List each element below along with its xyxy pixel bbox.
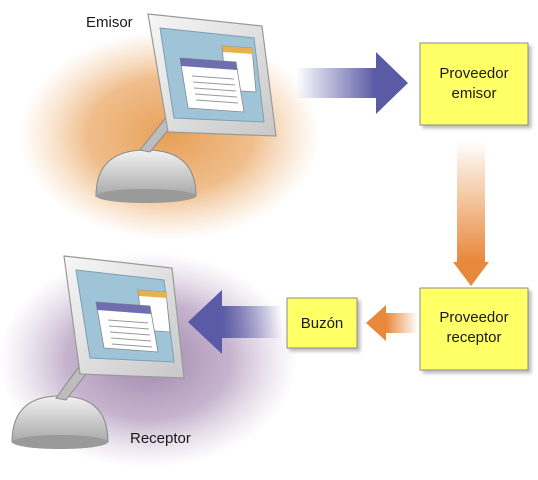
receiver-label: Receptor	[130, 430, 191, 447]
arrow-provider-down	[453, 140, 489, 286]
receiver-provider-line1: Proveedor	[439, 309, 508, 326]
receiver-provider-node: Proveedor receptor	[419, 287, 529, 371]
mailbox-node: Buzón	[286, 297, 358, 349]
sender-provider-line2: emisor	[451, 85, 496, 102]
arrow-sender-to-provider	[296, 52, 408, 114]
sender-label: Emisor	[86, 14, 133, 31]
sender-provider-node: Proveedor emisor	[419, 42, 529, 126]
receiver-computer-icon	[11, 255, 185, 449]
arrow-provider-to-mailbox	[366, 305, 418, 341]
sender-provider-line1: Proveedor	[439, 65, 508, 82]
receiver-provider-line2: receptor	[446, 329, 501, 346]
sender-computer-icon	[95, 13, 277, 203]
mailbox-label: Buzón	[301, 315, 344, 332]
arrow-mailbox-to-receiver	[188, 290, 282, 354]
